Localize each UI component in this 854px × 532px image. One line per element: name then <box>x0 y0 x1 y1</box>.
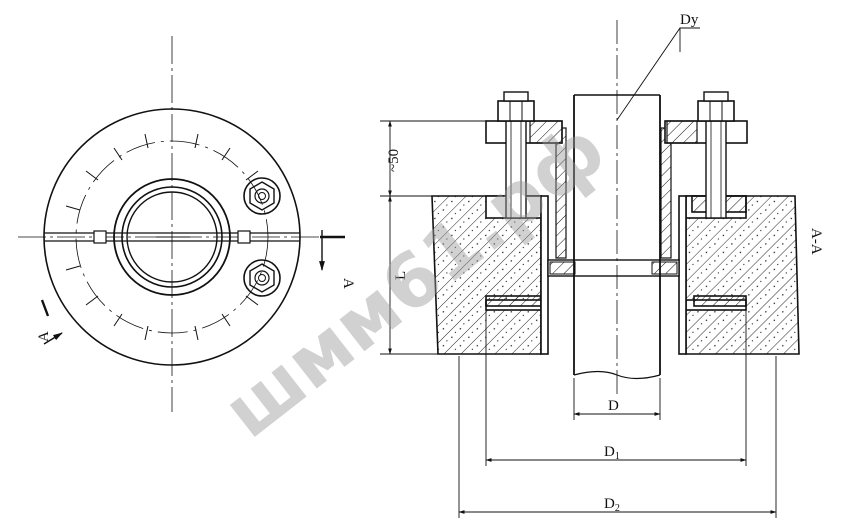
radial-ticks <box>65 133 259 341</box>
pipe-inner-ring <box>126 191 218 283</box>
bolt-nut-upper <box>243 177 281 215</box>
pipe-outer-ring <box>113 178 231 296</box>
length-label: L <box>393 271 409 280</box>
section-view <box>431 20 800 395</box>
section-label-a-top: A <box>340 278 356 289</box>
pipe-ring <box>121 186 223 288</box>
watermark: шмм61.рф <box>208 106 621 455</box>
bolt-nut-lower <box>243 259 281 297</box>
dy-leader <box>616 27 700 121</box>
slab-right <box>685 195 800 355</box>
dy-label: Dy <box>680 12 699 28</box>
section-label-a-bottom: A <box>36 331 52 342</box>
approx-50-label: ~50 <box>386 149 402 172</box>
d2-label: D2 <box>604 496 620 514</box>
d1-label: D1 <box>604 444 620 462</box>
section-title: A-A <box>808 228 824 255</box>
flange-outer-circle <box>43 108 301 366</box>
bolt-circle <box>75 140 269 334</box>
d-label: D <box>608 398 619 414</box>
section-mark-left <box>40 299 50 317</box>
dimensions <box>380 27 777 518</box>
plan-view <box>18 36 345 412</box>
